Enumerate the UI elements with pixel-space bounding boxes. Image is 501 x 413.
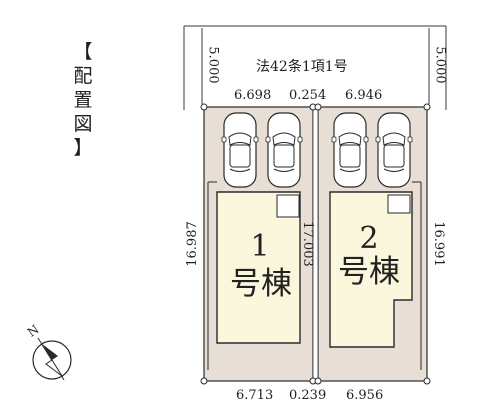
- dim-bottom-lot1: 6.713: [236, 388, 274, 403]
- dim-bottom-lot2: 6.956: [346, 388, 384, 403]
- dim-right-depth: 16.991: [430, 221, 446, 267]
- building-1-footprint: [216, 191, 301, 344]
- marker-bottom-left: [200, 377, 208, 385]
- dim-top-lot1: 6.698: [234, 88, 272, 103]
- title-bracket-close: 】: [73, 137, 93, 159]
- car-icon: [375, 112, 413, 188]
- title-char-2: 置: [73, 89, 93, 111]
- title-char-3: 図: [73, 113, 93, 135]
- car-icon: [331, 112, 369, 188]
- dim-bottom-gap: 0.239: [289, 388, 327, 403]
- road-type-label: 法42条1項1号: [256, 59, 348, 75]
- parking-cars: [221, 112, 413, 188]
- plan-title: 【 配 置 図 】: [70, 40, 96, 160]
- car-icon: [265, 112, 303, 188]
- building-2-number: 2: [359, 221, 379, 256]
- dim-middle-depth: 17.003: [299, 221, 315, 267]
- dim-top-lot2: 6.946: [345, 88, 383, 103]
- title-char-1: 配: [73, 65, 93, 87]
- building-2-footprint: [329, 191, 413, 348]
- north-compass: N: [22, 322, 74, 390]
- title-bracket-open: 【: [73, 41, 93, 63]
- building-1-porch: [276, 194, 300, 218]
- compass-icon: [32, 337, 72, 381]
- marker-top-right: [423, 103, 431, 111]
- marker-bottom-mid2: [314, 377, 322, 385]
- building-1-number: 1: [250, 229, 270, 264]
- marker-top-left: [200, 103, 208, 111]
- dim-top-gap: 0.254: [289, 88, 327, 103]
- building-2-porch: [387, 194, 411, 214]
- road-width-left: 5.000: [205, 46, 221, 84]
- marker-top-mid2: [314, 103, 322, 111]
- building-2-name: 号棟: [338, 254, 400, 290]
- road-area: [183, 25, 447, 110]
- dim-left-depth: 16.987: [184, 221, 200, 267]
- building-1-name: 号棟: [230, 266, 292, 302]
- car-icon: [221, 112, 259, 188]
- marker-bottom-right: [423, 377, 431, 385]
- boundary-markers: [200, 103, 431, 385]
- buildings: [207, 181, 422, 370]
- road-width-right: 5.000: [432, 46, 448, 84]
